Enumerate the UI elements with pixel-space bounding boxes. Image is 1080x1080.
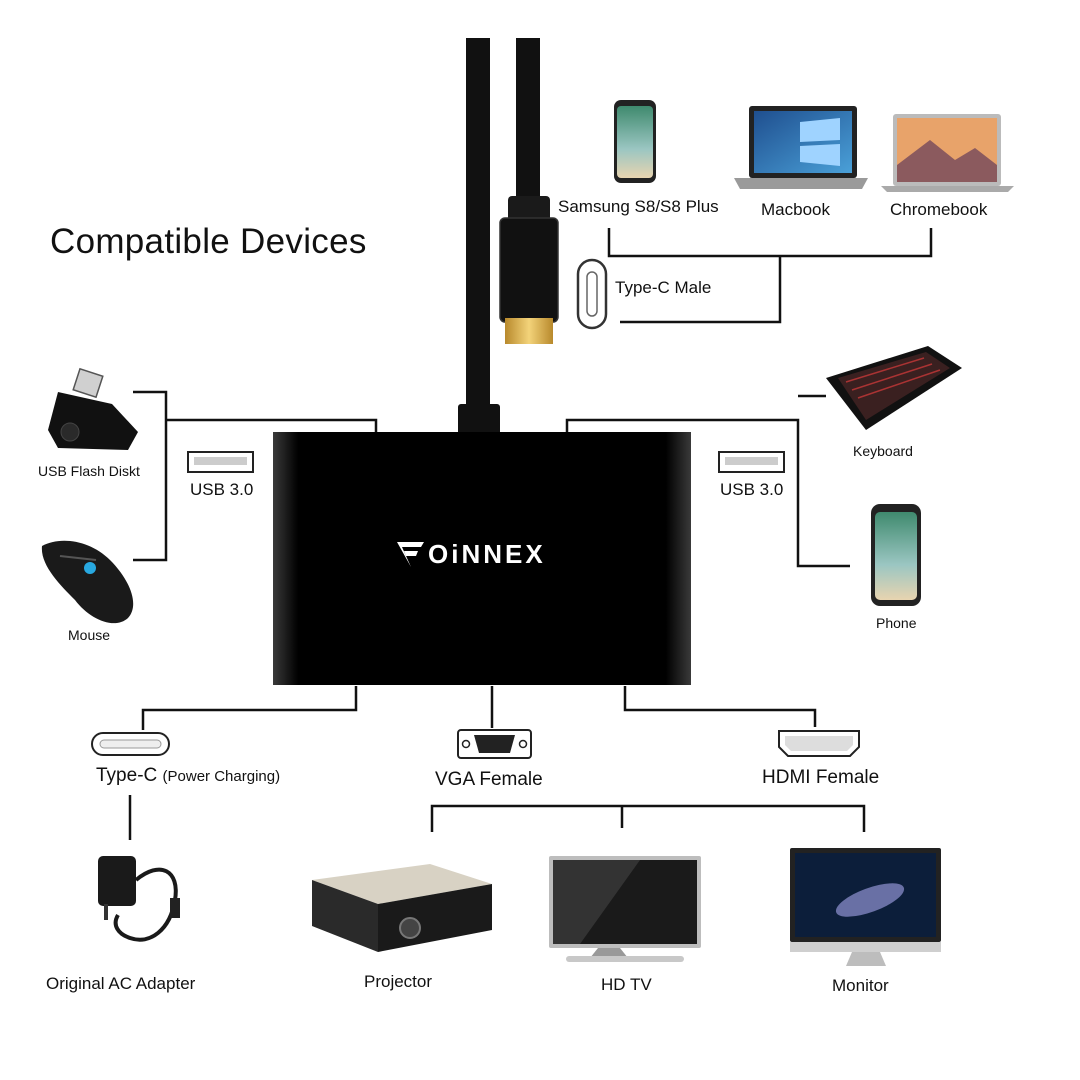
usb-right-label: USB 3.0 <box>720 480 784 499</box>
ac-adapter-label: Original AC Adapter <box>46 974 196 993</box>
vga-port-icon <box>457 729 532 759</box>
usb-flash-drive-icon <box>48 367 138 450</box>
brand-logo-icon <box>397 542 424 567</box>
phone-label: Phone <box>876 615 917 631</box>
usb-left-label: USB 3.0 <box>190 480 254 499</box>
mouse-label: Mouse <box>68 627 111 643</box>
type-c-label: Type-C <box>96 765 158 786</box>
hd-tv-icon <box>549 856 701 962</box>
projector-icon <box>312 864 492 952</box>
keyboard-icon <box>826 346 962 430</box>
type-c-sublabel: (Power Charging) <box>162 768 281 785</box>
display-bracket <box>430 804 866 832</box>
samsung-label: Samsung S8/S8 Plus <box>558 197 719 216</box>
hdmi-port-line <box>623 686 817 727</box>
left-usb-line <box>133 390 378 562</box>
hub-body <box>273 432 691 685</box>
vga-label: VGA Female <box>435 769 543 790</box>
hdmi-port-icon <box>778 730 860 757</box>
hub-cable <box>458 38 559 436</box>
type-c-male-port-icon <box>576 258 608 330</box>
mouse-icon <box>41 540 134 624</box>
chromebook-icon <box>881 114 1014 192</box>
monitor-icon <box>790 848 941 966</box>
hd-tv-label: HD TV <box>601 975 652 994</box>
phone-icon <box>871 504 921 606</box>
projector-label: Projector <box>364 972 433 991</box>
page-title: Compatible Devices <box>50 222 367 261</box>
keyboard-label: Keyboard <box>853 443 913 459</box>
monitor-label: Monitor <box>832 976 889 995</box>
top-device-bracket <box>607 228 933 258</box>
samsung-phone-icon <box>614 100 656 183</box>
hdmi-label: HDMI Female <box>762 767 880 788</box>
typec-port-line <box>141 686 358 730</box>
connector-lines <box>128 228 933 840</box>
usb-flash-drive-label: USB Flash Diskt <box>38 463 140 479</box>
type-c-male-line <box>620 256 782 324</box>
brand-name: OiNNEX <box>428 539 546 569</box>
right-usb-line <box>565 394 850 568</box>
type-c-port-label: Type-C (Power Charging) <box>96 765 280 787</box>
ac-adapter-icon <box>98 856 180 942</box>
macbook-label: Macbook <box>761 200 830 219</box>
type-c-male-label: Type-C Male <box>615 278 712 297</box>
macbook-icon <box>734 106 868 189</box>
chromebook-label: Chromebook <box>890 200 988 219</box>
